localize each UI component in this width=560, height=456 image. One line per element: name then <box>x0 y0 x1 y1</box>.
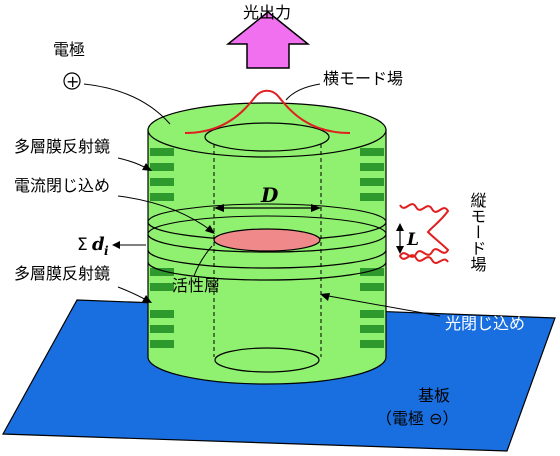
substrate-electrode-label: （電極 ⊖） <box>376 409 459 428</box>
top-dbr-stripes-left <box>150 148 174 201</box>
top-dbr-stripes-right <box>360 148 384 201</box>
current-confinement-leader <box>117 195 214 233</box>
electrode-leader <box>83 83 171 125</box>
diameter-label: D <box>260 183 279 207</box>
svg-text:i: i <box>104 244 109 258</box>
svg-text:d: d <box>92 234 105 255</box>
cylinder-side <box>147 129 387 385</box>
optical-confinement-label: 光閉じ込め <box>445 314 525 333</box>
electrode-plus-sign: + <box>66 72 79 91</box>
bottom-dbr-stripes-left <box>150 268 174 348</box>
bottom-dbr-stripes-right <box>360 268 384 348</box>
cylinder <box>147 102 387 385</box>
bottom-aperture <box>214 347 320 373</box>
light-output-label: 光出力 <box>243 3 291 22</box>
electrode-label: 電極 <box>53 40 85 59</box>
top-aperture <box>204 122 330 152</box>
bottom-dbr-label: 多層膜反射鏡 <box>14 264 110 283</box>
active-layer <box>213 228 321 252</box>
confinement-band-lower <box>147 233 387 253</box>
transverse-mode-leader <box>285 83 321 101</box>
svg-text:Σ: Σ <box>77 235 88 255</box>
light-output-arrow <box>225 11 311 69</box>
active-layer-label: 活性層 <box>172 276 220 295</box>
optical-confinement-leader <box>322 294 441 317</box>
confinement-band-upper-back <box>147 203 387 223</box>
confinement-band-3 <box>147 249 387 269</box>
length-label: L <box>406 230 419 250</box>
confinement-band-4 <box>147 261 387 281</box>
current-confinement-label: 電流閉じ込め <box>14 176 110 195</box>
transverse-mode-label: 横モード場 <box>323 69 403 88</box>
longitudinal-mode-label: 縦モード場 <box>468 192 487 273</box>
electrode-plus-icon <box>63 72 81 90</box>
diameter-arrow <box>214 204 321 212</box>
transverse-mode-curve <box>184 89 351 134</box>
active-layer-leader <box>193 245 213 277</box>
substrate-label: 基板 <box>418 386 450 405</box>
confinement-band-lower-back <box>147 215 387 235</box>
top-dbr-label: 多層膜反射鏡 <box>14 137 110 156</box>
longitudinal-mode-curve <box>398 203 450 264</box>
sum-di-label: Σ d i <box>77 234 109 258</box>
